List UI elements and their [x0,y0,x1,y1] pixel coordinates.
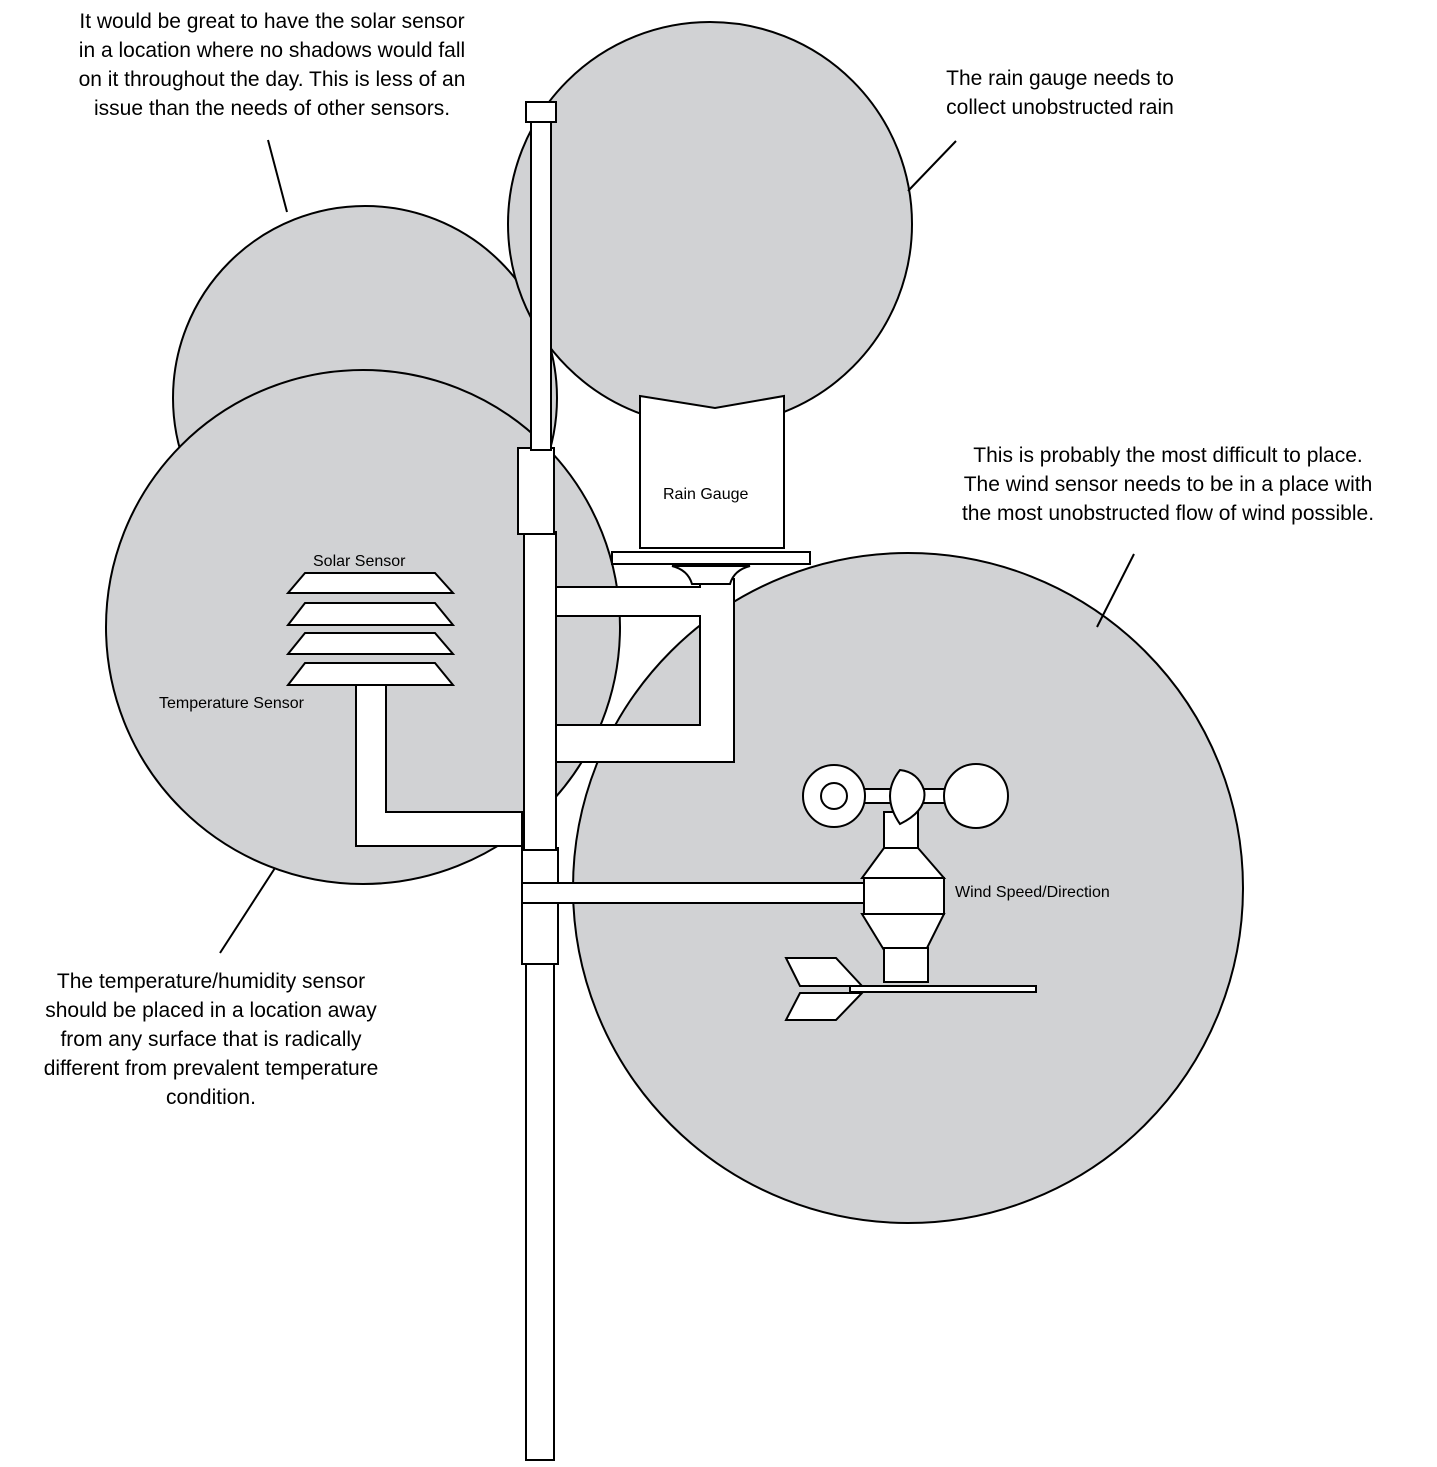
solar-note-line: on it throughout the day. This is less o… [78,68,466,91]
wind-note-leader [1096,553,1135,628]
mast-coupling [521,847,559,965]
solar-note-line: It would be great to have the solar sens… [79,10,465,33]
rain-note-line: collect unobstructed rain [946,96,1174,119]
wind-note-line: This is probably the most difficult to p… [973,444,1363,467]
solar-sensor-label: Solar Sensor [313,553,406,570]
wind-placement-note: This is probably the most difficult to p… [904,441,1432,528]
temperature-note-line: should be placed in a location away [45,999,377,1022]
anemometer-cup-left-inner [820,782,848,810]
temperature-note-leader [219,867,276,954]
rain-gauge-plate [611,551,811,565]
rain-gauge-label: Rain Gauge [663,486,749,503]
rain-gauge-funnel [671,565,751,585]
radiation-shield-plate-3 [285,632,456,655]
wind-note-line: the most unobstructed flow of wind possi… [961,502,1375,525]
wind-vane-fin-upper [784,957,865,987]
rain-placement-note: The rain gauge needs to collect unobstru… [900,64,1220,122]
mast-upper [530,119,552,451]
temperature-note-line: different from prevalent temperature [43,1057,379,1080]
mast-cap [525,101,557,123]
wind-vane-rod [849,985,1037,993]
rain-clearance-zone [507,21,913,427]
wind-note-line: The wind sensor needs to be in a place w… [963,473,1373,496]
mast-lower [525,961,555,1461]
wind-vane-fin-lower [784,992,865,1021]
radiation-shield-plate-1 [285,572,456,594]
radiation-shield-plate-2 [285,602,456,626]
anemometer-cup-center [889,768,926,826]
anemometer-cup-right [943,763,1009,829]
solar-placement-note: It would be great to have the solar sens… [20,7,524,123]
rain-note-line: The rain gauge needs to [946,67,1174,90]
solar-note-line: issue than the needs of other sensors. [93,97,451,120]
wind-speed-direction-label: Wind Speed/Direction [955,884,1110,901]
temperature-placement-note: The temperature/humidity sensor should b… [4,967,418,1112]
solar-note-line: in a location where no shadows would fal… [78,39,466,62]
temperature-clearance-zone [105,369,621,885]
temperature-sensor-label: Temperature Sensor [159,695,304,712]
temperature-note-line: condition. [166,1086,256,1109]
solar-note-leader [267,139,288,213]
anemometer-hub [863,877,945,915]
temperature-note-line: from any surface that is radically [60,1028,362,1051]
wind-sensor-arm [521,882,866,904]
radiation-shield-plate-4 [285,662,456,686]
mast-middle [523,531,557,851]
mast-clamp [517,447,555,535]
rain-note-leader [907,140,957,192]
anemometer-base [883,947,929,983]
temperature-note-line: The temperature/humidity sensor [56,970,366,993]
rain-gauge-body [639,394,785,549]
